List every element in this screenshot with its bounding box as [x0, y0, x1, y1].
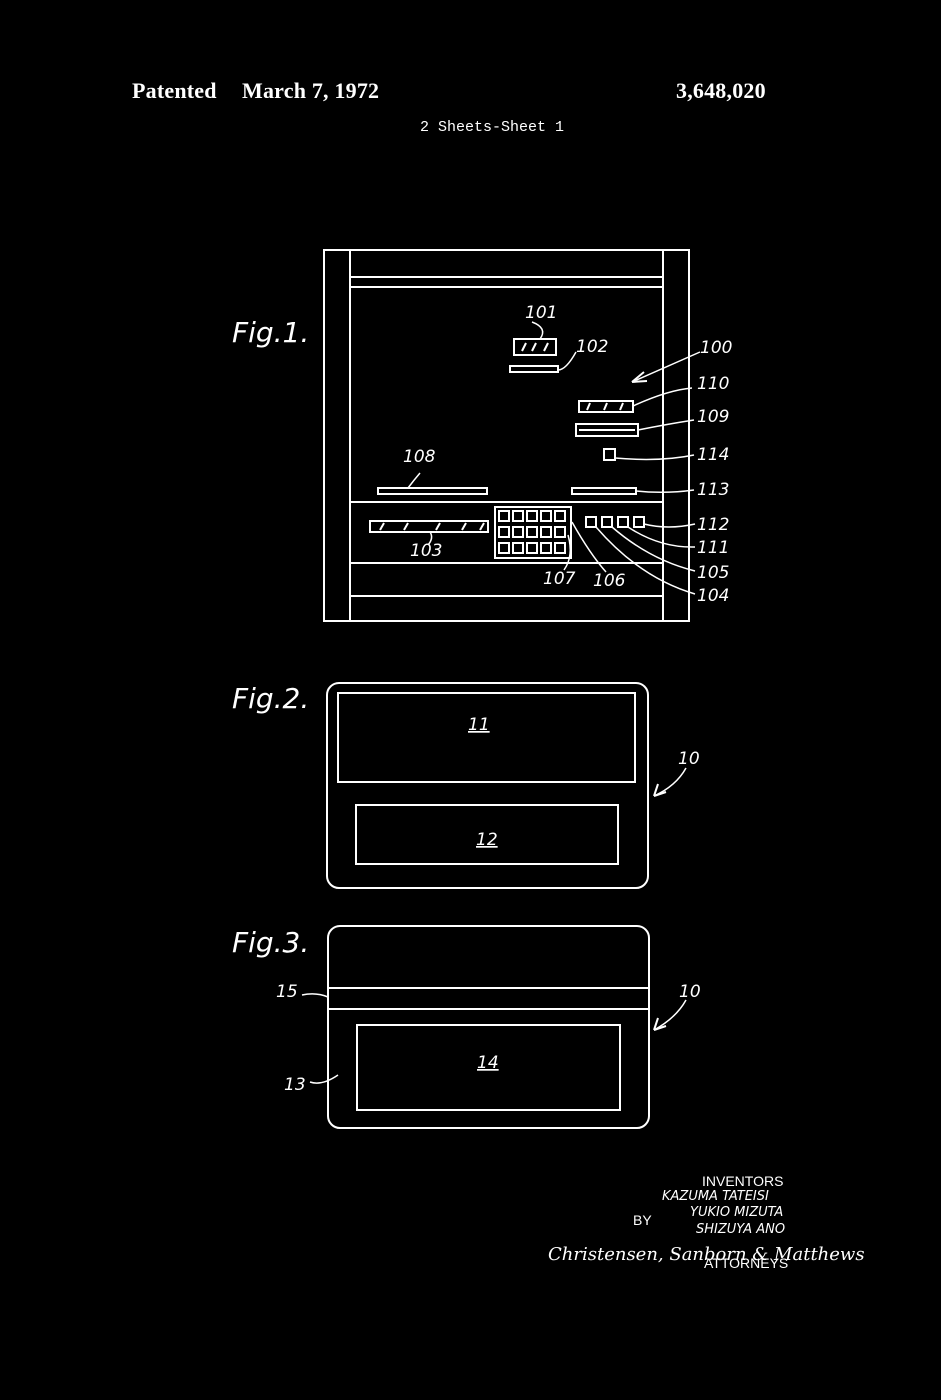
- patented-label: Patented: [132, 78, 217, 103]
- ref-label: 12: [476, 830, 498, 850]
- attorneys-label: ATTORNEYS: [704, 1255, 788, 1271]
- patent-date: March 7, 1972: [242, 78, 380, 103]
- sheet-indicator: 2 Sheets-Sheet 1: [420, 119, 565, 136]
- fig3-title: Fig.3.: [232, 926, 309, 959]
- ref-label: 113: [697, 480, 729, 500]
- ref-label: 107: [543, 569, 576, 589]
- attorney-signature: Christensen, Sanborn & Matthews: [548, 1244, 865, 1265]
- inventor-name: KAZUMA TATEISI: [662, 1189, 769, 1204]
- ref-label: 14: [477, 1053, 499, 1073]
- ref-label: 101: [525, 303, 557, 323]
- inventor-name: SHIZUYA ANO: [696, 1222, 785, 1237]
- ref-label: 10: [679, 982, 701, 1002]
- ref-label: 108: [403, 447, 436, 467]
- inventors-heading: INVENTORS: [702, 1173, 783, 1189]
- by-label: BY: [633, 1212, 652, 1228]
- ref-label: 112: [697, 515, 729, 535]
- ref-label: 10: [678, 749, 700, 769]
- inventor-name: YUKIO MIZUTA: [690, 1205, 783, 1220]
- fig2-title: Fig.2.: [232, 682, 309, 715]
- ref-label: 103: [410, 541, 442, 561]
- ref-label: 114: [697, 445, 729, 465]
- ref-label: 15: [276, 982, 298, 1002]
- ref-label: 104: [697, 586, 729, 606]
- patent-number: 3,648,020: [676, 78, 766, 103]
- ref-label: 106: [593, 571, 626, 591]
- ref-label: 105: [697, 563, 729, 583]
- ref-label: 13: [284, 1075, 306, 1095]
- ref-label: 110: [697, 374, 729, 394]
- fig3-card: [301, 925, 687, 1129]
- ref-label: 11: [468, 715, 490, 735]
- fig2-card: [326, 682, 687, 889]
- ref-label: 102: [576, 337, 608, 357]
- fig1-title: Fig.1.: [232, 316, 309, 349]
- ref-label: 111: [697, 538, 729, 558]
- ref-label: 109: [697, 407, 729, 427]
- fig1-machine: [323, 249, 690, 622]
- ref-label: 100: [700, 338, 732, 358]
